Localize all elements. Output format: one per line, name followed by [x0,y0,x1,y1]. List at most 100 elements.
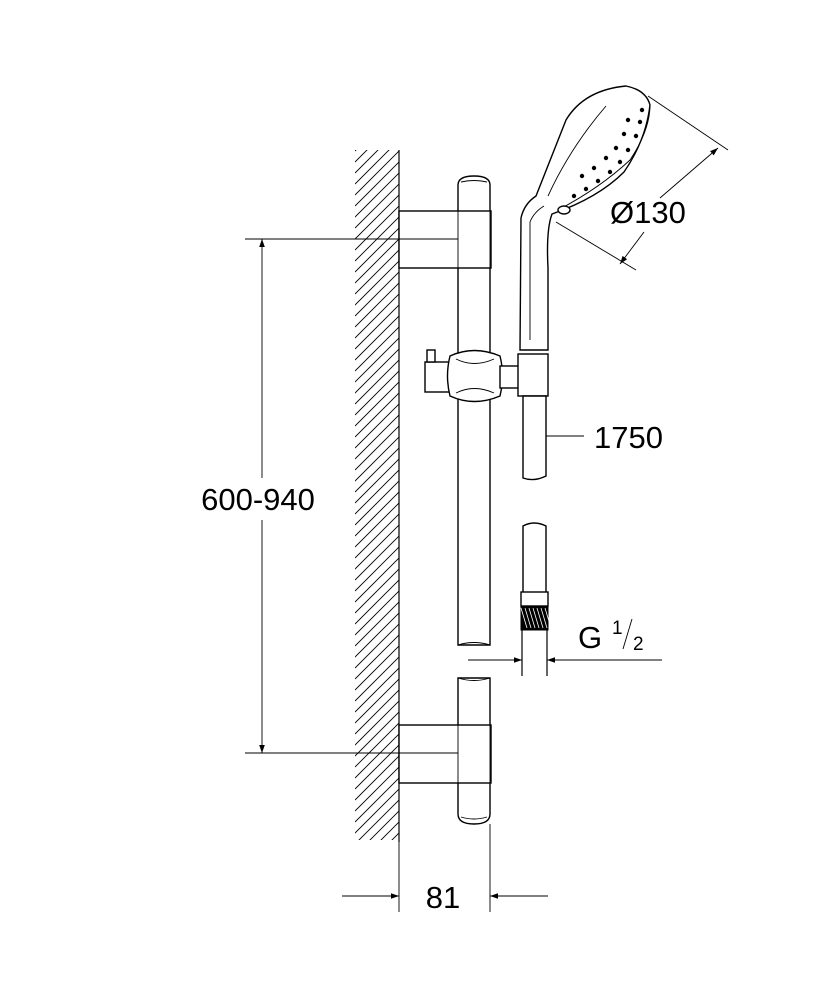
hatch-line [355,777,399,823]
rail-break-upper [457,642,491,646]
hatch-line [355,183,399,229]
hatch-line [355,447,399,493]
nozzle-dot [639,107,645,113]
hatch-line [355,645,399,691]
nozzle-dot [617,159,623,165]
diameter-extension-top [647,95,729,151]
hatch-line [355,568,399,614]
hatch-line [355,590,399,636]
rail-break-lower [457,677,491,681]
shower-rail [457,175,491,825]
dimension-head-diameter: Ø130 [555,95,729,271]
hatch-line [355,216,399,262]
hatch-line [355,161,399,207]
nozzle-dot [595,178,601,184]
hatch-line [355,733,399,779]
spray-mode-switch [557,205,571,215]
hatch-line [355,667,399,713]
upper-wall-bracket [398,210,492,269]
rail-upper-section [457,175,491,646]
hatch-line [355,766,399,812]
hose-upper-segment [522,395,547,481]
hatch-line [355,238,399,284]
nozzle-dot [579,173,585,179]
dimension-bar-height: 600-940 [201,238,399,754]
thread-label-numerator: 1 [612,618,623,639]
hatch-line [358,799,399,840]
hatch-line [355,326,399,372]
hatch-line [355,205,399,251]
sliding-holder [424,349,549,403]
hatch-line [355,854,400,899]
hatch-line [355,403,399,449]
hatch-line [355,524,399,570]
dimension-wall-projection: 81 [342,824,548,915]
hatch-line [355,150,390,185]
hatch-line [355,227,399,273]
hatch-line [369,810,399,840]
hatch-line [355,315,399,361]
shower-hose [520,395,552,676]
knurl-line [524,607,532,629]
diameter-arrow-bottom [619,231,645,265]
hatch-line [355,755,399,801]
hatch-line [355,95,400,140]
hatch-line [355,557,399,603]
hatch-line [355,436,399,482]
thread-label-denominator: 2 [633,634,644,655]
nozzle-dot [603,155,609,161]
slider-groove-bottom [455,388,495,394]
hatch-line [355,348,399,394]
nozzle-dot [613,145,619,151]
dimension-hose-length: 1750 [546,420,663,455]
hatch-line [355,150,399,196]
knurl-line [520,607,528,629]
hatch-line [355,546,399,592]
hatch-line [355,480,399,526]
hatch-line [355,678,399,724]
knurl-line [544,607,552,629]
hatch-line [355,843,400,888]
hatch-line [355,579,399,625]
hatch-line [355,469,399,515]
hatch-line [355,150,357,152]
holder-cradle [517,353,549,397]
hatch-line [355,150,379,174]
hatch-line [355,656,399,702]
slider-body [446,349,504,403]
rail-bottom-cap [460,816,488,820]
hatch-line [355,711,399,757]
diameter-arrow-top [659,147,719,199]
hatch-line [355,150,368,163]
nozzle-dot [591,165,597,171]
hatch-line [355,535,399,581]
nozzle-dot [637,119,643,125]
rail-top-cap [460,180,488,183]
hatch-line [355,689,399,735]
hatch-line [355,370,399,416]
hatch-line [355,293,399,339]
wall-hatching [355,95,400,899]
hatch-line [355,381,399,427]
hatch-line [355,623,399,669]
hatch-line [355,271,399,317]
thread-fraction-slash [622,618,633,650]
spray-face-edge [557,104,651,211]
hatch-line [355,601,399,647]
hatch-line [355,425,399,471]
knurl-line [540,607,548,629]
hatch-line [355,634,399,680]
lower-bracket-body [398,724,492,784]
hatch-line [355,260,399,306]
holder-arm [499,365,521,389]
hatch-line [355,722,399,768]
lower-wall-bracket [398,724,492,784]
nozzle-dot [633,133,639,139]
hatch-line [391,832,399,840]
hatch-line [355,502,399,548]
wall-projection-label: 81 [426,880,460,915]
hatch-line [355,744,399,790]
hatch-line [355,359,399,405]
hatch-line [355,700,399,746]
